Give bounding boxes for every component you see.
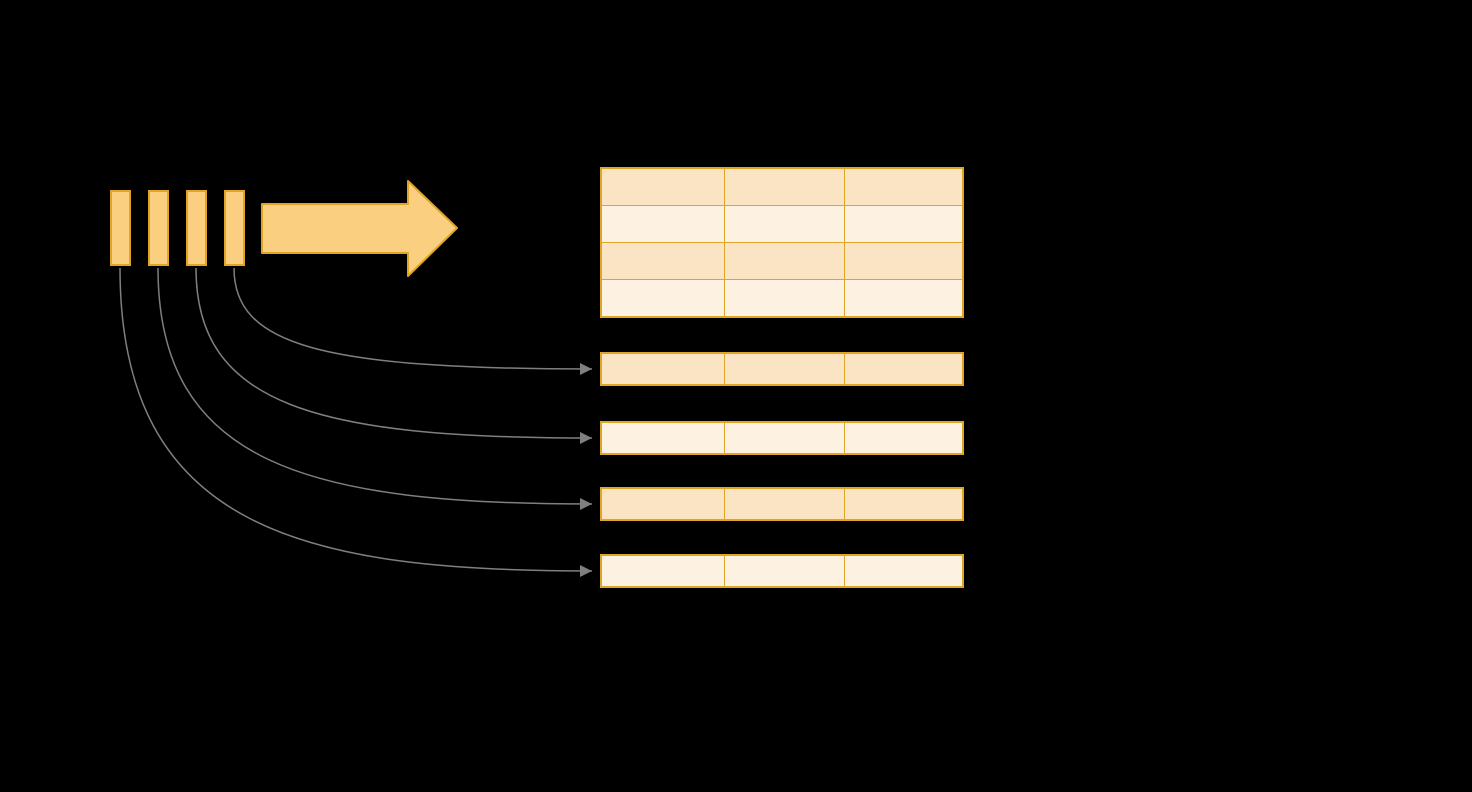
row-table-cell bbox=[602, 354, 724, 384]
connector-bar3-to-row-table-2 bbox=[195, 267, 593, 444]
main-table-cell bbox=[602, 206, 724, 242]
row-table-3 bbox=[600, 487, 964, 521]
stream-bar-3 bbox=[186, 190, 207, 266]
row-table-cell bbox=[845, 354, 962, 384]
connector-bar1-to-row-table-4 bbox=[119, 267, 593, 577]
main-table bbox=[600, 167, 964, 318]
stream-bar-1 bbox=[110, 190, 131, 266]
main-table-cell bbox=[845, 243, 962, 279]
row-table-cell bbox=[845, 423, 962, 453]
row-table-cell bbox=[602, 556, 724, 586]
main-table-cell bbox=[602, 280, 724, 316]
row-table-cell bbox=[725, 354, 844, 384]
row-table-1 bbox=[600, 352, 964, 386]
row-table-2 bbox=[600, 421, 964, 455]
row-table-4 bbox=[600, 554, 964, 588]
row-table-cell bbox=[725, 556, 844, 586]
connector-bar2-to-row-table-3 bbox=[157, 267, 593, 510]
main-table-cell bbox=[845, 206, 962, 242]
row-table-cell bbox=[725, 489, 844, 519]
main-table-cell bbox=[602, 169, 724, 205]
stream-bar-2 bbox=[148, 190, 169, 266]
main-table-cell bbox=[725, 280, 844, 316]
main-table-cell bbox=[845, 169, 962, 205]
stream-bar-4 bbox=[224, 190, 245, 266]
main-table-cell bbox=[725, 243, 844, 279]
row-table-cell bbox=[725, 423, 844, 453]
main-table-cell bbox=[845, 280, 962, 316]
main-table-cell bbox=[725, 169, 844, 205]
row-table-cell bbox=[845, 556, 962, 586]
row-table-cell bbox=[602, 423, 724, 453]
main-table-cell bbox=[602, 243, 724, 279]
row-table-cell bbox=[845, 489, 962, 519]
main-table-cell bbox=[725, 206, 844, 242]
row-table-cell bbox=[602, 489, 724, 519]
big-right-arrow-icon bbox=[261, 180, 458, 277]
connector-bar4-to-row-table-1 bbox=[233, 267, 593, 375]
